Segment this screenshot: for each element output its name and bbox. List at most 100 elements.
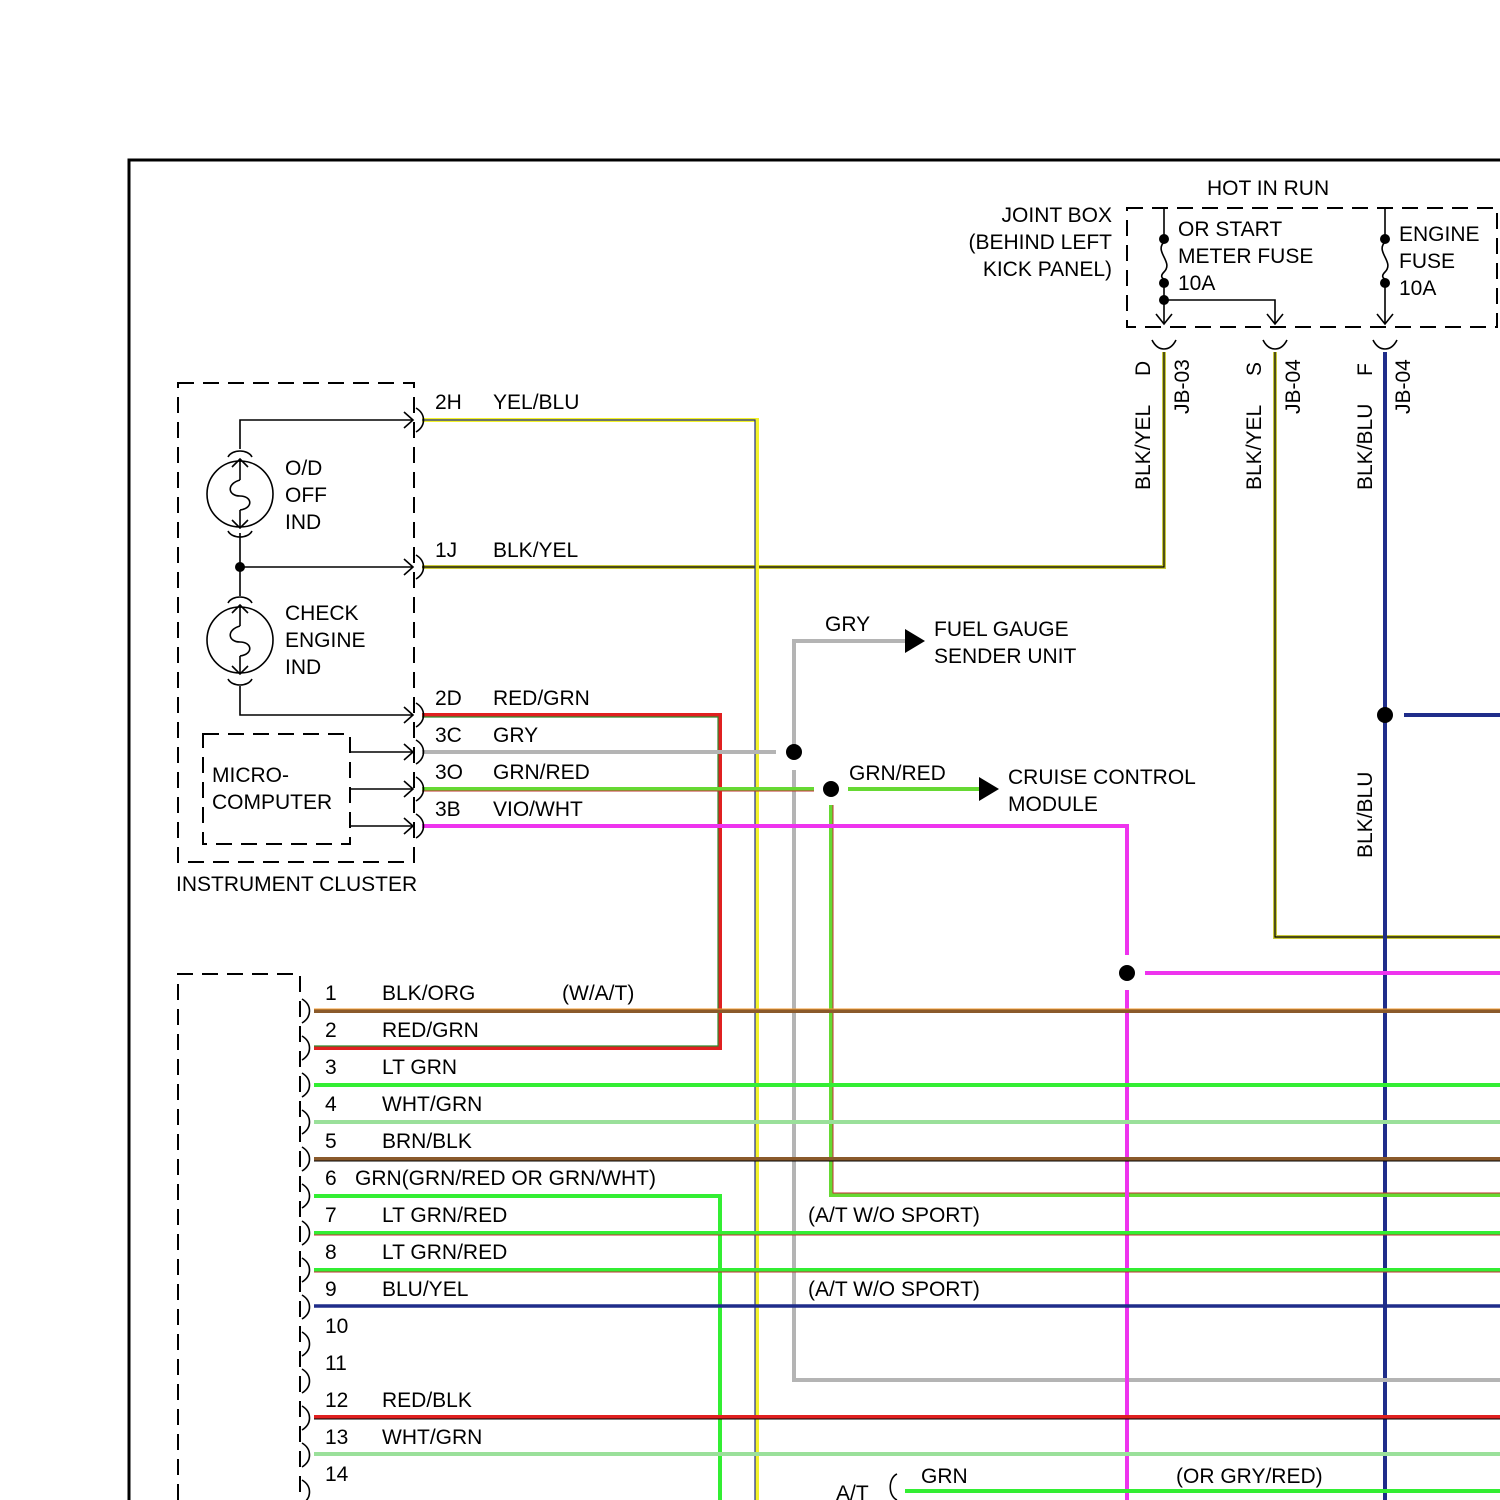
pin-wire-color: RED/GRN xyxy=(382,1019,479,1042)
pin-number: 13 xyxy=(325,1426,348,1449)
instrument-cluster: INSTRUMENT CLUSTER O/D OFF IND xyxy=(176,383,590,896)
terminal-d-pin: D xyxy=(1132,361,1155,376)
pin-3b-label: 3B xyxy=(435,798,461,821)
lower-blk-blu-label: BLK/BLU xyxy=(1354,772,1377,858)
pin-2d-label: 2D xyxy=(435,687,462,710)
connector-receptacle-icon xyxy=(302,1332,310,1356)
splice-vio-wht xyxy=(1119,965,1135,981)
pin-2h-label: 2H xyxy=(435,391,462,414)
wire-blk-yel-s xyxy=(1275,352,1500,937)
pin-number: 12 xyxy=(325,1389,348,1412)
connector-receptacle-icon xyxy=(302,1369,310,1393)
fuel-gauge-arrow-icon xyxy=(905,629,925,653)
check-engine-lamp-icon xyxy=(207,597,273,685)
cruise-arrow-icon xyxy=(979,777,999,801)
joint-box-label-3: KICK PANEL) xyxy=(983,258,1112,281)
bottom-at-label: A/T xyxy=(836,1482,869,1500)
od-off-lamp-icon xyxy=(207,451,273,537)
od-off-label-3: IND xyxy=(285,511,321,534)
pin-number: 10 xyxy=(325,1315,348,1338)
fuel-gauge-label-1: FUEL GAUGE xyxy=(934,618,1069,641)
wire-vio-wht-3b xyxy=(422,826,1127,955)
terminal-d-connector: JB-03 xyxy=(1171,359,1194,414)
pin-wire-color: GRN(GRN/RED OR GRN/WHT) xyxy=(355,1167,656,1190)
engine-fuse-label-2: FUSE xyxy=(1399,250,1455,273)
cruise-label-1: CRUISE CONTROL xyxy=(1008,766,1196,789)
pin-note: (A/T W/O SPORT) xyxy=(808,1204,980,1227)
microcomputer-label-2: COMPUTER xyxy=(212,791,332,814)
engine-fuse-label-1: ENGINE xyxy=(1399,223,1480,246)
joint-box-label-1: JOINT BOX xyxy=(1002,204,1112,227)
pin-wire-color: WHT/GRN xyxy=(382,1093,482,1116)
terminal-s-wire: BLK/YEL xyxy=(1243,405,1266,490)
check-engine-label-2: ENGINE xyxy=(285,629,366,652)
connector-receptacle-icon xyxy=(302,1184,310,1208)
splices xyxy=(786,707,1393,981)
pin-number: 2 xyxy=(325,1019,337,1042)
pin-wire-color: BLK/ORG xyxy=(382,982,475,1005)
bottom-note: A/T GRN (OR GRY/RED) xyxy=(836,1465,1323,1500)
pin-number: 14 xyxy=(325,1463,349,1486)
meter-fuse-label-1: OR START xyxy=(1178,218,1282,241)
pin-3o-wire: GRN/RED xyxy=(493,761,590,784)
pin-3c-wire: GRY xyxy=(493,724,538,747)
splice-grn-red xyxy=(823,781,839,797)
od-off-label-1: O/D xyxy=(285,457,322,480)
engine-fuse-label-3: 10A xyxy=(1399,277,1436,300)
microcomputer-label-1: MICRO- xyxy=(212,764,289,787)
terminal-s-pin: S xyxy=(1243,362,1266,376)
pin-wire-color: LT GRN/RED xyxy=(382,1204,507,1227)
pin-number: 9 xyxy=(325,1278,337,1301)
connector-receptacle-icon xyxy=(302,1406,310,1430)
connector-receptacle-icon xyxy=(302,999,310,1023)
microcomputer-outline xyxy=(203,734,350,844)
od-off-label-2: OFF xyxy=(285,484,327,507)
terminal-f-connector: JB-04 xyxy=(1392,359,1415,414)
fuel-gauge-wire-label: GRY xyxy=(825,613,870,636)
instrument-cluster-label: INSTRUMENT CLUSTER xyxy=(176,873,417,896)
splice-blk-blu xyxy=(1377,707,1393,723)
cruise-wire-label: GRN/RED xyxy=(849,762,946,785)
pin-wire-color: WHT/GRN xyxy=(382,1426,482,1449)
check-engine-label-1: CHECK xyxy=(285,602,359,625)
connector-receptacle-icon xyxy=(302,1258,310,1282)
cluster-connector xyxy=(416,408,424,838)
lower-connector-receptacles xyxy=(302,999,310,1500)
cruise-label-2: MODULE xyxy=(1008,793,1098,816)
pin-wire-color: LT GRN/RED xyxy=(382,1241,507,1264)
pin-wire-color: LT GRN xyxy=(382,1056,457,1079)
bottom-alt-label: (OR GRY/RED) xyxy=(1176,1465,1323,1488)
pin-number: 1 xyxy=(325,982,337,1005)
lower-connector-outline xyxy=(178,974,300,1500)
meter-fuse-label-3: 10A xyxy=(1178,272,1215,295)
hot-in-run-label: HOT IN RUN xyxy=(1207,177,1329,200)
pin-1j-label: 1J xyxy=(435,539,457,562)
pin-number: 6 xyxy=(325,1167,337,1190)
pin-wire-color: BLU/YEL xyxy=(382,1278,468,1301)
pin-3c-label: 3C xyxy=(435,724,462,747)
wire-yel-blu-2h xyxy=(422,420,757,1500)
connector-receptacle-icon xyxy=(302,1110,310,1134)
pin-3o-label: 3O xyxy=(435,761,463,784)
pin-number: 5 xyxy=(325,1130,337,1153)
pin-note: (W/A/T) xyxy=(562,982,634,1005)
check-engine-label-3: IND xyxy=(285,656,321,679)
pin-1j-wire: BLK/YEL xyxy=(493,539,578,562)
connector-receptacle-icon xyxy=(302,1147,310,1171)
joint-box-label-2: (BEHIND LEFT xyxy=(968,231,1112,254)
pin-3b-wire: VIO/WHT xyxy=(493,798,583,821)
terminal-f-pin: F xyxy=(1354,363,1377,376)
terminal-s-connector: JB-04 xyxy=(1282,359,1305,414)
pin-wire-color: BRN/BLK xyxy=(382,1130,472,1153)
connector-receptacle-icon xyxy=(302,1221,310,1245)
pin-2d-wire: RED/GRN xyxy=(493,687,590,710)
pin-number: 11 xyxy=(325,1352,347,1375)
pin-number: 8 xyxy=(325,1241,337,1264)
splice-gry xyxy=(786,744,802,760)
bottom-grn-label: GRN xyxy=(921,1465,968,1488)
wires xyxy=(314,352,1500,1500)
pin-number: 3 xyxy=(325,1056,337,1079)
meter-fuse: OR START METER FUSE 10A xyxy=(1156,208,1313,324)
connector-receptacle-icon xyxy=(302,1036,310,1060)
